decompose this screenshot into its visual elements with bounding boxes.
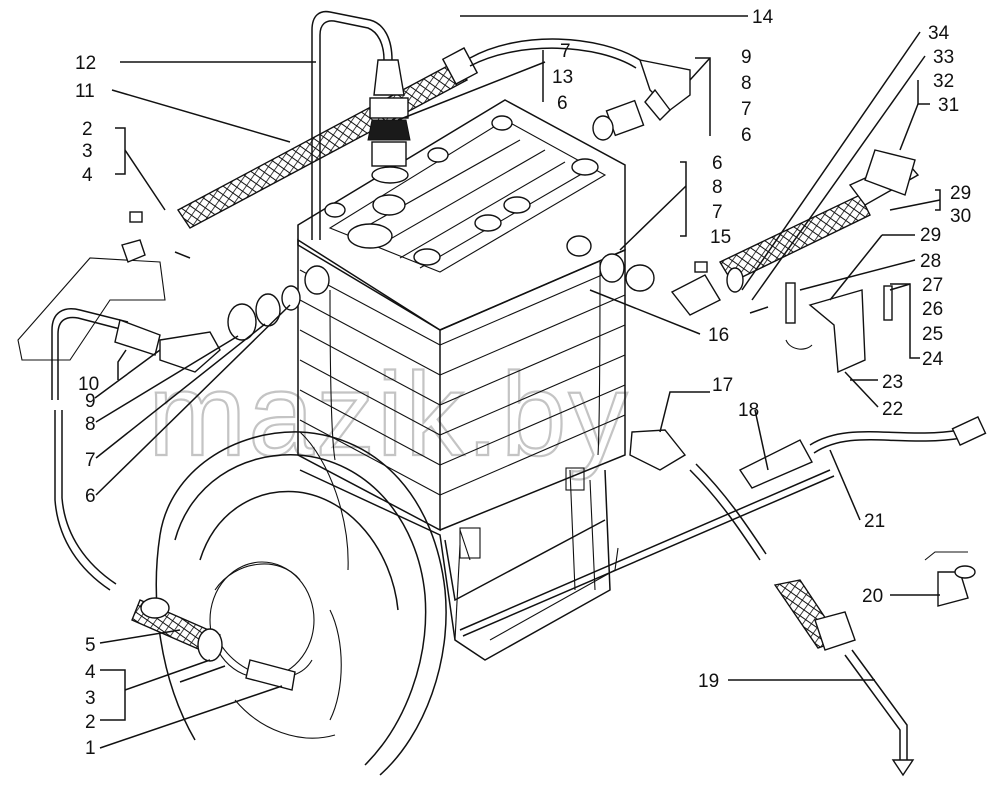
cylinder-head — [297, 99, 626, 331]
callout-8: 8 — [85, 414, 96, 435]
callout-10: 10 — [78, 374, 99, 395]
cylinder-block — [297, 238, 626, 532]
right-elbow-fittings — [592, 59, 691, 141]
callout-7: 7 — [560, 41, 571, 62]
callout-6: 6 — [712, 153, 723, 174]
callout-6: 6 — [741, 125, 752, 146]
callout-31: 31 — [938, 95, 959, 116]
callout-27: 27 — [922, 275, 943, 296]
callout-24: 24 — [922, 349, 944, 370]
callout-2: 2 — [85, 712, 96, 733]
callout-1: 1 — [85, 738, 96, 759]
callout-29: 29 — [950, 183, 971, 204]
callout-labels: 14 12 11 7 13 6 9 8 7 6 34 33 32 31 2 3 … — [75, 7, 971, 759]
callout-12: 12 — [75, 53, 96, 74]
callout-21: 21 — [864, 511, 885, 532]
callout-17: 17 — [712, 375, 733, 396]
watermark: mazik.by — [148, 349, 630, 481]
callout-18: 18 — [738, 400, 759, 421]
callout-32: 32 — [933, 71, 954, 92]
lower-left-hose — [131, 597, 296, 691]
right-lower-pipeline — [459, 415, 987, 777]
crankcase — [299, 467, 619, 661]
discharge-pipe-14 — [311, 10, 411, 240]
callout-2: 2 — [82, 119, 93, 140]
callout-8: 8 — [712, 177, 723, 198]
callout-33: 33 — [933, 47, 954, 68]
callout-34: 34 — [928, 23, 950, 44]
callout-9: 9 — [741, 47, 752, 68]
leader-lines — [94, 15, 941, 749]
callout-8: 8 — [741, 73, 752, 94]
callout-25: 25 — [922, 324, 943, 345]
callout-23: 23 — [882, 372, 903, 393]
callout-16: 16 — [708, 325, 729, 346]
callout-11: 11 — [75, 81, 95, 102]
callout-14: 14 — [752, 7, 774, 28]
callout-22: 22 — [882, 399, 903, 420]
left-intake-pipe — [17, 257, 301, 591]
callout-7: 7 — [712, 202, 723, 223]
pulley — [155, 431, 447, 776]
callout-30: 30 — [950, 206, 971, 227]
callout-4: 4 — [82, 165, 93, 186]
callout-9: 9 — [85, 391, 96, 412]
callout-13: 13 — [552, 67, 573, 88]
callout-4: 4 — [85, 662, 96, 683]
callout-28: 28 — [920, 251, 941, 272]
callout-6: 6 — [85, 486, 96, 507]
callout-15: 15 — [710, 227, 731, 248]
callout-3: 3 — [82, 141, 93, 162]
callout-29: 29 — [920, 225, 941, 246]
callout-26: 26 — [922, 299, 943, 320]
small-parts — [121, 211, 769, 314]
callout-7: 7 — [741, 99, 752, 120]
part-20 — [924, 551, 976, 607]
callout-3: 3 — [85, 688, 96, 709]
callout-19: 19 — [698, 671, 719, 692]
callout-5: 5 — [85, 635, 96, 656]
bracket — [785, 282, 893, 374]
callout-20: 20 — [862, 586, 883, 607]
callout-7: 7 — [85, 450, 96, 471]
callout-6: 6 — [557, 93, 568, 114]
